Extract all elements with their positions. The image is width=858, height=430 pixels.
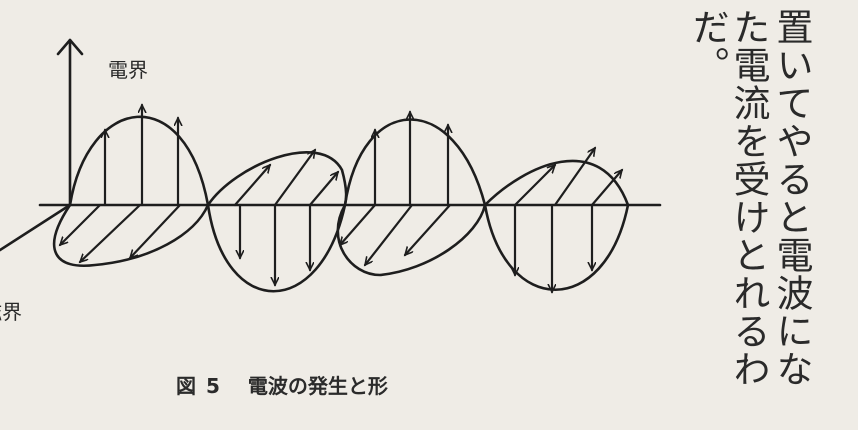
body-text-column-1: 置いてやると電波にな <box>770 8 812 388</box>
magnetic-wave <box>54 152 628 275</box>
electric-vectors <box>105 105 592 292</box>
body-text-column-3: だ。 <box>686 8 728 84</box>
magnetic-field-label: 磁界 <box>0 296 22 325</box>
caption-number: 5 <box>206 374 220 398</box>
caption-title: 電波の発生と形 <box>248 374 388 398</box>
magnetic-axis <box>0 205 70 250</box>
body-text-column-2: た電流を受けとれるわ <box>727 8 769 388</box>
electric-field-label: 電界 <box>108 54 148 83</box>
caption-prefix: 図 <box>176 374 196 398</box>
